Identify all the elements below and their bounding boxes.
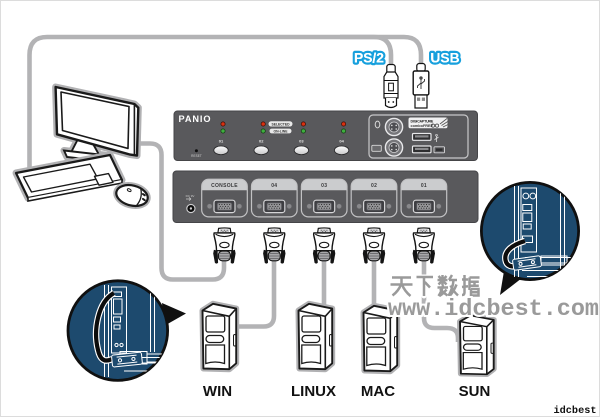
svg-text:01: 01 (421, 183, 427, 189)
svg-text:WIN: WIN (203, 383, 232, 400)
svg-text:04: 04 (339, 139, 344, 144)
svg-text:PS/2: PS/2 (354, 51, 384, 66)
svg-text:DC 9V: DC 9V (186, 194, 195, 198)
svg-text:PS/2: PS/2 (354, 51, 384, 66)
svg-text:03: 03 (321, 183, 327, 189)
svg-text:SUN: SUN (459, 383, 491, 400)
svg-text:CONSOLE: CONSOLE (211, 183, 238, 189)
svg-text:USB: USB (430, 51, 459, 66)
svg-text:PANIO: PANIO (179, 114, 212, 124)
svg-text:02: 02 (259, 139, 264, 144)
svg-text:SELECTED: SELECTED (271, 122, 290, 126)
svg-text:MAC: MAC (361, 383, 395, 400)
svg-text:comboFREE: comboFREE (411, 124, 434, 128)
svg-text:01: 01 (219, 139, 224, 144)
svg-text:ON-LINE: ON-LINE (274, 130, 289, 134)
svg-text:DIGICAPTURE: DIGICAPTURE (411, 119, 434, 123)
svg-text:idcbest: idcbest (554, 405, 597, 417)
svg-text:RESET: RESET (191, 154, 202, 158)
svg-text:www.idcbest.com: www.idcbest.com (388, 296, 599, 323)
svg-text:LINUX: LINUX (291, 383, 336, 400)
svg-text:02: 02 (371, 183, 377, 189)
svg-text:USB: USB (430, 51, 459, 66)
svg-text:03: 03 (299, 139, 304, 144)
svg-text:04: 04 (271, 183, 277, 189)
